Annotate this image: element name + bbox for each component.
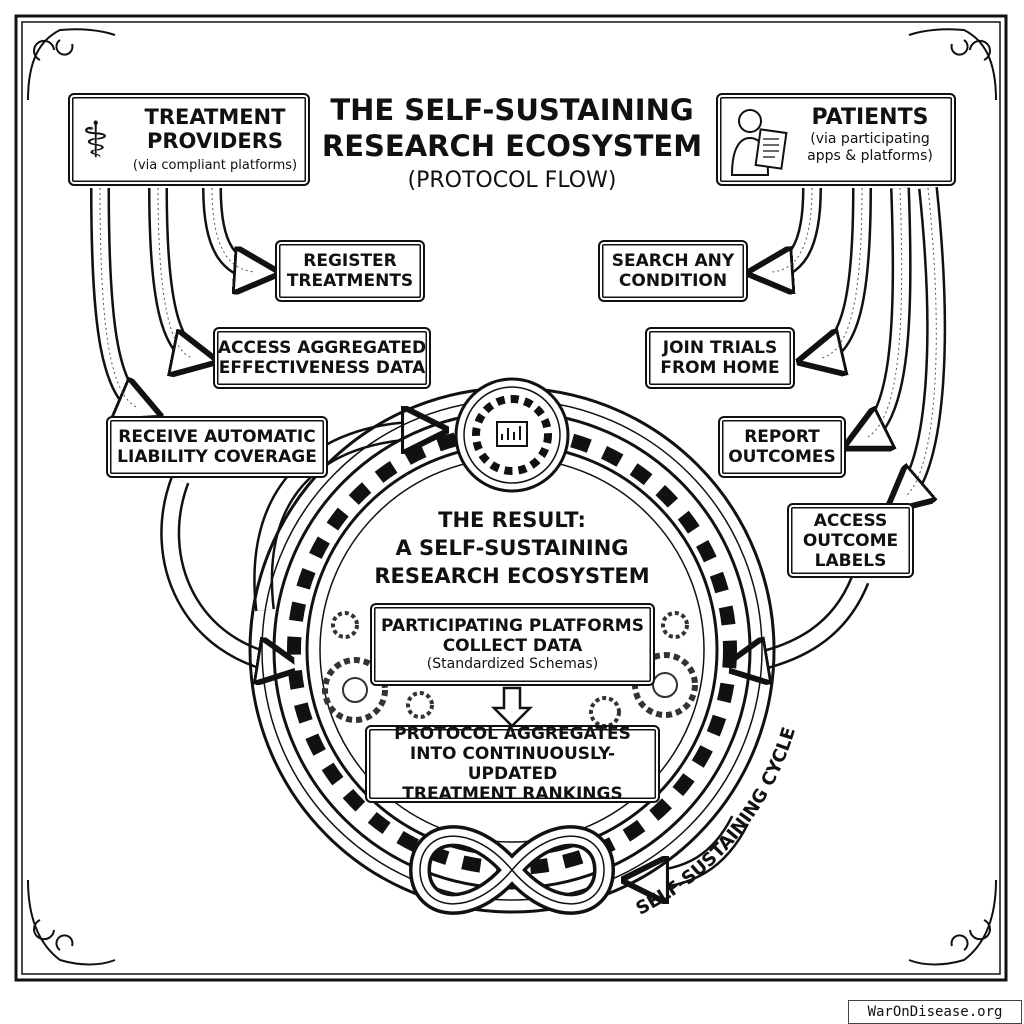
outer-frame: [14, 14, 1008, 982]
liability-coverage-box: RECEIVE AUTOMATIC LIABILITY COVERAGE: [106, 416, 328, 478]
access-effectiveness-data-box: ACCESS AGGREGATED EFFECTIVENESS DATA: [213, 327, 431, 389]
collect-data-box: PARTICIPATING PLATFORMS COLLECT DATA (St…: [370, 603, 655, 686]
flow-arrows: [90, 186, 947, 880]
inner-frame: [21, 21, 1001, 975]
box-line: PARTICIPATING PLATFORMS: [381, 616, 644, 636]
box-line: LIABILITY COVERAGE: [117, 447, 317, 467]
box-line: OUTCOME: [802, 530, 899, 551]
corner-ornament-icon: [27, 28, 997, 966]
result-line: A SELF-SUSTAINING: [395, 536, 629, 560]
page-subtitle: (PROTOCOL FLOW): [407, 168, 617, 193]
box-line: ACCESS: [813, 510, 888, 531]
box-line: JOIN TRIALS: [662, 338, 778, 358]
search-condition-box: SEARCH ANY CONDITION: [598, 240, 748, 302]
watermark: WarOnDisease.org: [848, 1000, 1022, 1024]
box-line: COLLECT DATA: [442, 636, 583, 656]
title-line-1: THE SELF-SUSTAINING: [330, 93, 694, 127]
patients-title: PATIENTS: [811, 105, 929, 130]
analytics-gear-medallion-icon: [454, 377, 570, 493]
result-line: RESEARCH ECOSYSTEM: [374, 564, 650, 588]
register-treatments-box: REGISTER TREATMENTS: [275, 240, 425, 302]
box-line: CONDITION: [618, 271, 728, 291]
box-line: REPORT: [744, 427, 820, 447]
patients-box: PATIENTS (via participating apps & platf…: [716, 93, 956, 186]
box-line: SEARCH ANY: [611, 251, 735, 271]
caduceus-icon: ⚕: [82, 111, 110, 169]
report-outcomes-box: REPORT OUTCOMES: [718, 416, 846, 478]
box-line: FROM HOME: [660, 358, 780, 378]
title-line-2: RESEARCH ECOSYSTEM: [321, 129, 703, 163]
box-line: PROTOCOL AGGREGATES: [394, 724, 631, 744]
join-trials-box: JOIN TRIALS FROM HOME: [645, 327, 795, 389]
box-line: TREATMENTS: [286, 271, 414, 291]
providers-note: (via compliant platforms): [132, 158, 298, 173]
box-line: INTO CONTINUOUSLY-UPDATED: [409, 744, 616, 784]
box-line: TREATMENT RANKINGS: [402, 784, 623, 804]
patients-note-2: apps & platforms): [807, 148, 933, 164]
box-line: OUTCOMES: [728, 447, 836, 467]
infinity-icon: [408, 825, 616, 915]
box-line: ACCESS AGGREGATED: [217, 338, 427, 358]
page-title: THE SELF-SUSTAINING RESEARCH ECOSYSTEM: [300, 92, 724, 164]
treatment-providers-box: ⚕ TREATMENT PROVIDERS (via compliant pla…: [68, 93, 310, 186]
box-line: LABELS: [814, 550, 887, 571]
outcome-labels-box: ACCESS OUTCOME LABELS: [787, 503, 914, 578]
patients-note-1: (via participating: [810, 131, 930, 147]
down-arrow-icon: [490, 686, 534, 728]
box-line: RECEIVE AUTOMATIC: [118, 427, 316, 447]
box-note: (Standardized Schemas): [426, 656, 599, 672]
result-heading: THE RESULT: A SELF-SUSTAINING RESEARCH E…: [340, 506, 684, 590]
box-line: REGISTER: [303, 251, 397, 271]
providers-title-1: TREATMENT: [144, 105, 286, 129]
doctor-tablet-icon: [730, 109, 788, 176]
providers-title-2: PROVIDERS: [147, 129, 283, 153]
aggregate-rankings-box: PROTOCOL AGGREGATES INTO CONTINUOUSLY-UP…: [365, 724, 660, 804]
result-line: THE RESULT:: [438, 508, 586, 532]
box-line: EFFECTIVENESS DATA: [218, 358, 426, 378]
